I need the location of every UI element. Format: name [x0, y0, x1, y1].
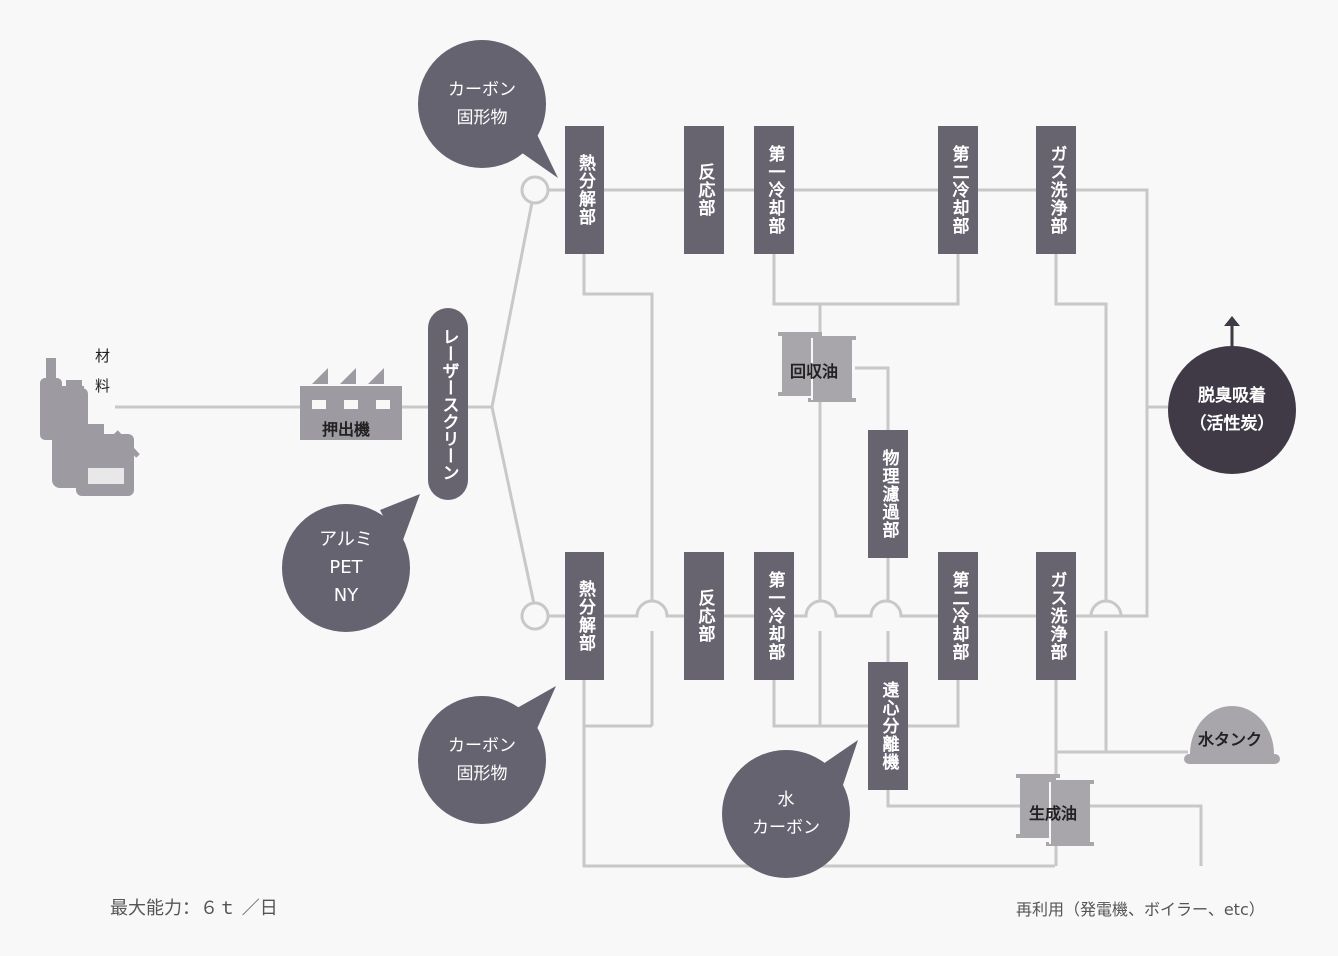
recovered-oil-label: 回収油 [790, 362, 839, 381]
water-tank-label: 水タンク [1198, 730, 1263, 749]
reuse-text: 再利用（発電機、ボイラー、etc） [1016, 900, 1265, 919]
product-oil-label: 生成油 [1029, 804, 1078, 823]
box-label: 第二冷却部 [948, 145, 969, 235]
bubble-line: （活性炭） [1189, 414, 1275, 434]
bottom-cooling2: 第二冷却部 [938, 552, 978, 680]
top-cooling2: 第二冷却部 [938, 126, 978, 254]
bottom-reaction: 反応部 [684, 552, 724, 680]
bubble-carbon-bottom: カーボン 固形物 [418, 730, 546, 790]
box-label: 第一冷却部 [764, 145, 785, 235]
bubble-line: 脱臭吸着 [1198, 386, 1266, 406]
bottles-icon [40, 358, 140, 496]
bubble-line: NY [333, 585, 359, 606]
bubble-line: カーボン [448, 80, 516, 100]
box-label: 第一冷却部 [764, 571, 785, 661]
top-cooling1: 第一冷却部 [754, 126, 794, 254]
bubble-carbon-top: カーボン 固形物 [418, 74, 546, 134]
box-label: 物理濾過部 [878, 449, 899, 539]
bubble-line: カーボン [752, 818, 820, 838]
box-label: 熱分解部 [575, 154, 595, 226]
box-label: 第二冷却部 [948, 571, 969, 661]
physical-filter: 物理濾過部 [868, 430, 908, 558]
deodorize-bubble: 脱臭吸着 （活性炭） [1168, 380, 1296, 440]
centrifuge: 遠心分離機 [868, 662, 908, 790]
top-reaction: 反応部 [684, 126, 724, 254]
box-label: 熱分解部 [575, 580, 595, 652]
material-label: 材 料 [93, 348, 111, 393]
water-tank-icon [1184, 706, 1280, 764]
laser-screen: レーザースクリーン [428, 308, 468, 500]
bubble-water: 水 カーボン [722, 784, 850, 844]
box-label: 反応部 [694, 163, 715, 217]
bubble-line: 水 [777, 790, 795, 810]
laser-screen-label: レーザースクリーン [438, 327, 459, 481]
bubble-line: カーボン [448, 736, 516, 756]
bubble-line: PET [329, 557, 363, 578]
oil-drum-icon [1016, 774, 1094, 846]
extruder-label: 押出機 [322, 420, 371, 439]
bubble-line: 固形物 [456, 108, 508, 128]
oil-drum-icon [778, 332, 856, 402]
top-gas-wash: ガス洗浄部 [1036, 126, 1076, 254]
bottom-pyrolysis: 熱分解部 [565, 552, 604, 680]
factory-icon [300, 368, 402, 440]
box-label: 反応部 [694, 589, 715, 643]
box-label: ガス洗浄部 [1046, 571, 1067, 661]
box-label: ガス洗浄部 [1046, 145, 1067, 235]
capacity-text: 最大能力：６ｔ ／日 [110, 898, 278, 919]
box-label: 遠心分離機 [878, 681, 899, 771]
bubble-line: 固形物 [456, 764, 508, 784]
bottom-cooling1: 第一冷却部 [754, 552, 794, 680]
top-pyrolysis: 熱分解部 [565, 126, 604, 254]
bubble-line: アルミ [319, 529, 373, 550]
bubble-alu: アルミ PET NY [282, 524, 410, 612]
bottom-gas-wash: ガス洗浄部 [1036, 552, 1076, 680]
